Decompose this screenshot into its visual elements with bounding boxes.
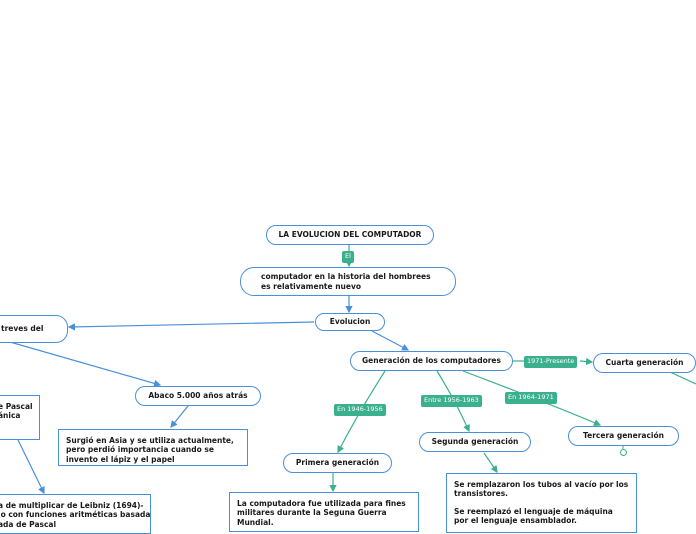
node-evolucion[interactable]: Evolucion xyxy=(315,313,385,331)
node-primera-label: Primera generación xyxy=(295,458,380,468)
node-generacion-label: Generación de los computadores xyxy=(362,356,501,366)
node-primera[interactable]: Primera generación xyxy=(283,453,392,473)
node-primera-desc-text: La computadora fue utilizada para fines … xyxy=(237,499,406,527)
node-evolucion-label: Evolucion xyxy=(329,317,371,327)
node-abaco[interactable]: Abaco 5.000 años atrás xyxy=(135,386,261,406)
node-cuarta-label: Cuarta generación xyxy=(605,358,684,368)
root-topic-label: LA EVOLUCION DEL COMPUTADOR xyxy=(278,230,422,240)
node-abaco-label: Abaco 5.000 años atrás xyxy=(148,391,248,401)
node-pascal-text: e Pascal ánica xyxy=(0,402,33,421)
node-abaco-desc-text: Surgió en Asia y se utiliza actualmente,… xyxy=(66,436,234,464)
node-segunda-label: Segunda generación xyxy=(431,437,519,447)
node-computador[interactable]: computador en la historia del hombrees e… xyxy=(240,267,456,296)
root-topic[interactable]: LA EVOLUCION DEL COMPUTADOR xyxy=(266,225,434,245)
node-abaco-desc[interactable]: Surgió en Asia y se utiliza actualmente,… xyxy=(58,429,248,466)
node-atraves-label: treves del xyxy=(1,324,44,334)
node-tercera[interactable]: Tercera generación xyxy=(568,426,679,446)
node-atraves[interactable]: treves del xyxy=(0,315,68,343)
node-computador-label: computador en la historia del hombrees e… xyxy=(261,272,431,291)
node-segunda-desc-line1: Se remplazaron los tubos al vacío por lo… xyxy=(454,480,629,499)
node-primera-desc[interactable]: La computadora fue utilizada para fines … xyxy=(229,492,419,532)
node-tercera-label: Tercera generación xyxy=(583,431,664,441)
tag-1964[interactable]: En 1964-1971 xyxy=(505,392,557,404)
mind-map-canvas: LA EVOLUCION DEL COMPUTADOR El computado… xyxy=(0,225,696,534)
node-leibniz[interactable]: a de multiplicar de Leibniz (1694)- io c… xyxy=(0,494,151,534)
tag-el[interactable]: El xyxy=(342,251,354,263)
node-generacion[interactable]: Generación de los computadores xyxy=(350,351,513,371)
node-segunda-desc[interactable]: Se remplazaron los tubos al vacío por lo… xyxy=(446,473,637,533)
node-segunda-desc-line2: Se reemplazó el lenguaje de máquina por … xyxy=(454,506,613,526)
tag-1946[interactable]: En 1946-1956 xyxy=(334,404,386,416)
node-pascal[interactable]: e Pascal ánica xyxy=(0,395,40,440)
node-leibniz-text: a de multiplicar de Leibniz (1694)- io c… xyxy=(0,501,151,529)
node-segunda[interactable]: Segunda generación xyxy=(419,432,531,452)
collapse-icon[interactable] xyxy=(620,449,627,456)
tag-1971[interactable]: 1971-Presente xyxy=(524,356,578,368)
node-cuarta[interactable]: Cuarta generación xyxy=(593,353,696,373)
tag-1956[interactable]: Entre 1956-1963 xyxy=(421,395,482,407)
